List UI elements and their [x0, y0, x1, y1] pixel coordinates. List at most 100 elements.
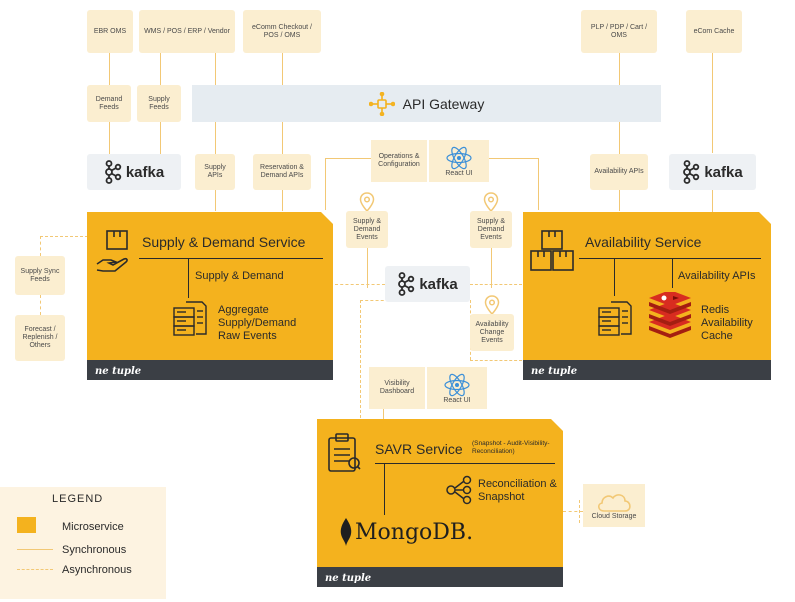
visibility-react-label: React UI	[443, 396, 471, 404]
netuple-logo: ne tuple	[325, 573, 372, 584]
cloud-storage-label: Cloud Storage	[591, 513, 637, 520]
connector	[491, 248, 492, 288]
kafka-right-label: kafka	[704, 163, 743, 181]
clipboard-icon	[328, 433, 361, 472]
mongodb-leaf-icon	[340, 518, 352, 546]
cloud-icon	[598, 494, 631, 512]
connector	[40, 236, 88, 237]
supply-sync-feeds-label: Supply Sync Feeds	[15, 256, 65, 295]
availability-footer: ne tuple	[523, 360, 771, 380]
visibility-label: Visibility Dashboard	[369, 367, 425, 409]
server-docs-icon	[173, 301, 207, 336]
supply-demand-item: Aggregate Supply/Demand Raw Events	[218, 304, 297, 342]
connector	[672, 258, 673, 288]
ops-config-label: Operations & Configuration	[371, 140, 427, 182]
sd-events-left-label: Supply & Demand Events	[346, 211, 388, 248]
connector	[470, 360, 522, 361]
legend-sync-line	[17, 549, 53, 550]
kafka-middle: kafka	[385, 266, 470, 302]
connector	[488, 158, 538, 159]
pin-icon	[484, 295, 500, 315]
savr-parenthetical: (Snapshot - Audit-Visibility-Reconciliat…	[472, 440, 550, 455]
ops-config-box: Operations & Configuration React UI	[371, 140, 489, 182]
savr-title: SAVR Service	[375, 441, 463, 457]
source-ebr-oms: EBR OMS	[87, 10, 133, 53]
connector	[619, 53, 620, 211]
redis-icon	[649, 292, 691, 338]
divider	[579, 258, 761, 259]
supply-demand-subtitle: Supply & Demand	[195, 270, 284, 282]
legend-microservice: Microservice	[62, 521, 124, 533]
connector	[109, 122, 110, 154]
kafka-left-label: kafka	[125, 163, 165, 181]
server-docs-icon	[598, 301, 632, 336]
availability-change-label: Availability Change Events	[470, 314, 514, 351]
legend-synchronous: Synchronous	[62, 544, 127, 556]
supply-demand-footer: ne tuple	[87, 360, 333, 380]
connector	[215, 53, 216, 211]
cloud-storage: Cloud Storage	[583, 484, 645, 527]
supply-demand-title: Supply & Demand Service	[142, 234, 306, 250]
connector	[40, 295, 41, 315]
source-plp-pdp: PLP / PDP / Cart / OMS	[581, 10, 657, 53]
supply-demand-service: Supply & Demand Service Supply & Demand …	[87, 212, 333, 380]
savr-service: SAVR Service (Snapshot - Audit-Visibilit…	[317, 419, 563, 587]
connector	[384, 463, 385, 515]
legend-asynchronous: Asynchronous	[62, 564, 132, 576]
api-gateway: API Gateway	[192, 85, 661, 122]
kafka-icon	[398, 272, 415, 296]
api-gateway-icon	[368, 91, 395, 116]
kafka-middle-label: kafka	[419, 275, 458, 293]
connector	[470, 284, 522, 285]
connector	[712, 190, 713, 212]
connector	[367, 248, 368, 288]
connector	[614, 258, 615, 296]
react-icon	[444, 373, 470, 396]
kafka-left: kafka	[87, 154, 181, 190]
divider	[139, 258, 323, 259]
supply-apis-label: Supply APIs	[195, 154, 235, 190]
legend: LEGEND Microservice Synchronous Asynchro…	[0, 487, 166, 599]
divider	[375, 463, 555, 464]
source-wms-pos: WMS / POS / ERP / Vendor	[139, 10, 235, 53]
pin-icon	[359, 192, 375, 212]
source-ecom-cache: eCom Cache	[686, 10, 742, 53]
availability-title: Availability Service	[585, 234, 702, 250]
source-ecomm-checkout: eComm Checkout / POS / OMS	[243, 10, 321, 53]
api-gateway-label: API Gateway	[402, 95, 485, 112]
availability-subtitle: Availability APIs	[678, 270, 756, 282]
pin-icon	[483, 192, 499, 212]
network-icon	[446, 475, 472, 505]
kafka-icon	[683, 160, 700, 184]
netuple-logo: ne tuple	[95, 366, 142, 377]
connector	[563, 511, 583, 512]
mongodb-label: MongoDB.	[355, 519, 474, 545]
connector	[325, 158, 326, 210]
visibility-react-ui: React UI	[427, 367, 487, 409]
kafka-icon	[104, 160, 122, 184]
connector	[160, 122, 161, 154]
react-icon	[446, 146, 472, 169]
connector	[335, 284, 385, 285]
forecast-label: Forecast / Replenish / Others	[15, 315, 65, 361]
savr-item: Reconciliation & Snapshot	[478, 478, 557, 503]
demand-feeds-label: Demand Feeds	[87, 85, 131, 122]
boxes-icon	[530, 230, 574, 271]
reservation-apis-label: Reservation & Demand APIs	[253, 154, 311, 190]
connector	[538, 158, 539, 210]
ops-react-ui: React UI	[429, 140, 489, 182]
netuple-logo: ne tuple	[531, 366, 578, 377]
availability-service: Availability Service Availability APIs R…	[523, 212, 771, 380]
connector	[160, 53, 161, 85]
box-hand-icon	[96, 230, 128, 272]
connector	[360, 300, 361, 418]
ops-react-label: React UI	[445, 169, 473, 177]
connector	[325, 158, 371, 159]
connector	[40, 236, 41, 256]
legend-async-line	[17, 569, 53, 570]
kafka-right: kafka	[669, 154, 756, 190]
legend-microservice-swatch	[17, 517, 36, 533]
connector	[188, 258, 189, 298]
savr-footer: ne tuple	[317, 567, 563, 587]
availability-apis-label: Availability APIs	[590, 154, 648, 190]
